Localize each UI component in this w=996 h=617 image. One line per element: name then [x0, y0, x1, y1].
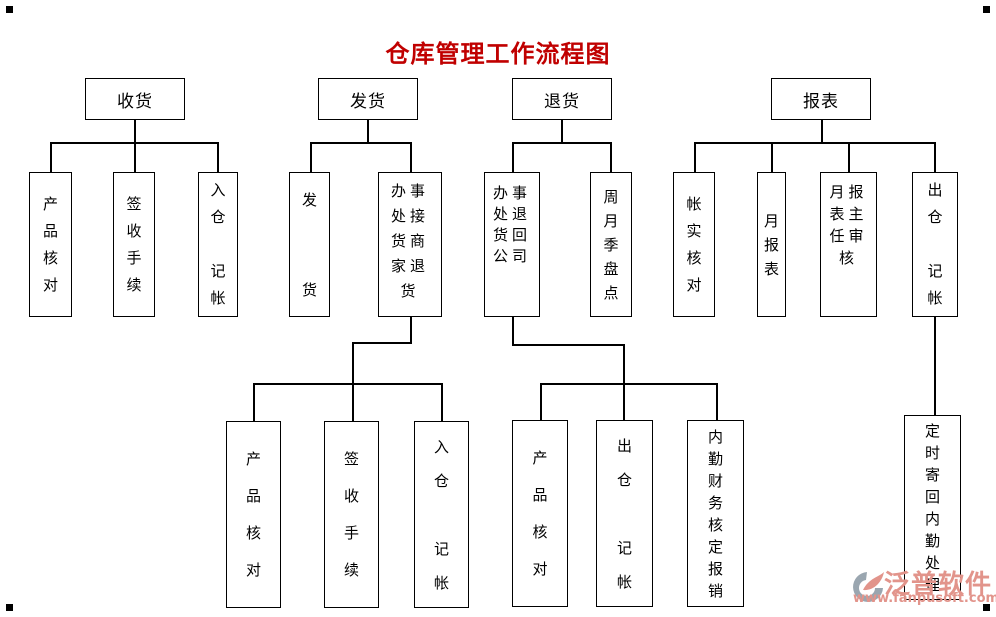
- node-ship-goods: 发 货: [289, 172, 330, 317]
- connector-line: [771, 142, 773, 172]
- node-out-bookkeeping: 出 仓 记 帐: [596, 420, 653, 607]
- connector-line: [821, 120, 823, 143]
- connector-line: [561, 120, 563, 143]
- connector-line: [540, 383, 717, 385]
- node-periodic-stocktake: 周 月 季 盘 点: [590, 172, 632, 317]
- node-monthly-report: 月 报 表: [757, 172, 786, 317]
- node-product-check: 产 品 核 对: [512, 420, 568, 607]
- node-office-return-company: 办事 处退 货回 公司: [484, 172, 540, 317]
- connector-line: [512, 344, 624, 346]
- connector-line: [50, 142, 52, 172]
- node-send-back-office: 定 时 寄 回 内 勤 处 理: [904, 415, 961, 600]
- connector-line: [352, 342, 354, 421]
- node-sign-procedure: 签 收 手 续: [324, 421, 379, 608]
- node-receiving: 收货: [85, 78, 185, 120]
- node-returns: 退货: [512, 78, 612, 120]
- connector-line: [716, 383, 718, 420]
- connector-line: [310, 142, 312, 172]
- node-in-bookkeeping: 入 仓 记 帐: [198, 172, 238, 317]
- corner-mark: [6, 6, 13, 13]
- connector-line: [441, 383, 443, 421]
- node-product-check: 产 品 核 对: [226, 421, 281, 608]
- node-account-check: 帐 实 核 对: [673, 172, 715, 317]
- connector-line: [934, 142, 936, 172]
- connector-line: [512, 142, 514, 172]
- node-office-receive-returns: 办事 处接 货商 家退 货: [378, 172, 442, 317]
- fanpu-logo-icon: [853, 572, 884, 602]
- connector-line: [253, 383, 442, 385]
- node-sign-procedure: 签 收 手 续: [113, 172, 155, 317]
- node-in-bookkeeping: 入 仓 记 帐: [414, 421, 469, 608]
- connector-line: [694, 142, 935, 144]
- corner-mark: [6, 604, 13, 611]
- watermark-brand: 泛普软件: [884, 570, 993, 600]
- connector-line: [848, 142, 850, 172]
- connector-line: [310, 142, 411, 144]
- connector-line: [134, 120, 136, 143]
- node-shipping: 发货: [318, 78, 418, 120]
- page-title: 仓库管理工作流程图: [385, 40, 611, 68]
- connector-line: [934, 317, 936, 415]
- connector-line: [367, 120, 369, 143]
- node-product-check: 产 品 核 对: [29, 172, 72, 317]
- connector-line: [512, 317, 514, 345]
- connector-line: [217, 142, 219, 172]
- connector-line: [352, 342, 412, 344]
- node-report-review: 月报 表主 任审 核: [820, 172, 877, 317]
- connector-line: [694, 142, 696, 172]
- node-finance-reimburse: 内 勤 财 务 核 定 报 销: [687, 420, 744, 607]
- connector-line: [410, 317, 412, 343]
- node-reports: 报表: [771, 78, 871, 120]
- corner-mark: [983, 6, 990, 13]
- connector-line: [512, 142, 612, 144]
- connector-line: [540, 383, 542, 420]
- connector-line: [623, 344, 625, 420]
- corner-mark: [983, 604, 990, 611]
- node-out-bookkeeping: 出 仓 记 帐: [912, 172, 958, 317]
- connector-line: [410, 142, 412, 172]
- watermark-url: www.fanpusoft.com: [853, 591, 996, 606]
- connector-line: [253, 383, 255, 421]
- connector-line: [610, 142, 612, 172]
- connector-line: [134, 142, 136, 172]
